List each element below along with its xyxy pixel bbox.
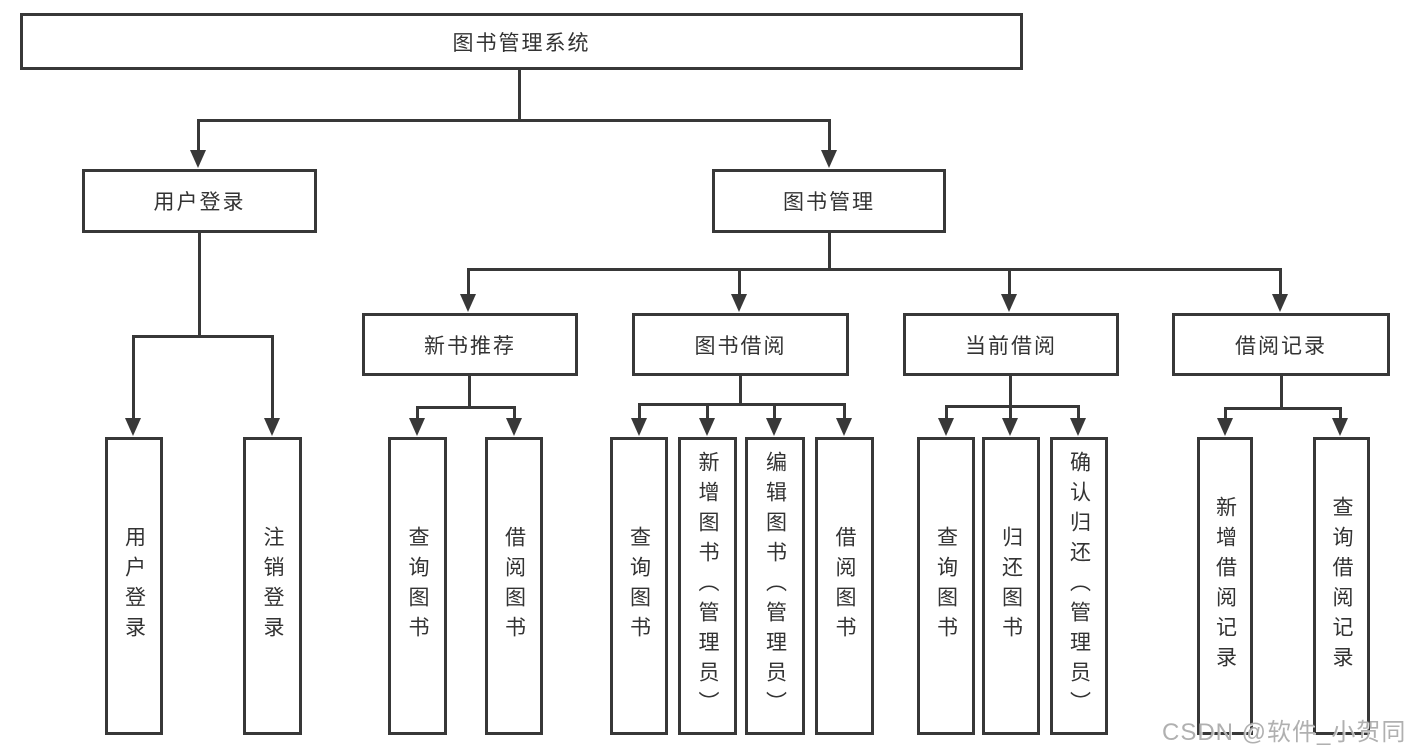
leaf-confirm-return-admin: 确认归还（管理员） [1050,437,1108,735]
node-current-borrowing: 当前借阅 [903,313,1119,376]
arrowhead-down-icon [409,418,425,436]
connector-line [739,376,742,405]
connector-line [513,406,516,420]
connector-line [1009,405,1012,420]
arrowhead-down-icon [460,294,476,312]
connector-line [1008,268,1011,296]
connector-line [638,403,845,406]
leaf-query-borrow-record: 查询借阅记录 [1313,437,1370,735]
leaf-borrow-books-recommendation: 借阅图书 [485,437,543,735]
connector-line [1077,405,1080,420]
connector-line [945,405,1079,408]
connector-line [945,405,948,420]
arrowhead-down-icon [1272,294,1288,312]
connector-line [1279,268,1282,296]
connector-line [1224,407,1342,410]
connector-line [132,335,135,419]
arrowhead-down-icon [766,418,782,436]
connector-line [467,268,470,296]
connector-line [638,403,641,420]
connector-line [518,70,521,119]
connector-line [416,406,516,409]
connector-line [198,233,201,337]
node-book-borrowing: 图书借阅 [632,313,849,376]
connector-line [738,268,741,296]
arrowhead-down-icon [631,418,647,436]
node-library-management-system: 图书管理系统 [20,13,1023,70]
arrowhead-down-icon [1070,418,1086,436]
leaf-edit-books-admin: 编辑图书（管理员） [745,437,805,735]
node-new-book-recommendation: 新书推荐 [362,313,578,376]
arrowhead-down-icon [699,418,715,436]
connector-line [416,406,419,420]
arrowhead-down-icon [1002,418,1018,436]
arrowhead-down-icon [1332,418,1348,436]
leaf-user-login: 用户登录 [105,437,163,735]
connector-line [1009,376,1012,407]
leaf-logout: 注销登录 [243,437,302,735]
connector-line [828,233,831,270]
connector-line [197,119,200,152]
arrowhead-down-icon [1217,418,1233,436]
connector-line [468,376,471,407]
connector-line [1280,376,1283,409]
connector-line [773,403,776,420]
connector-line [132,335,274,338]
leaf-add-borrow-record: 新增借阅记录 [1197,437,1253,735]
arrowhead-down-icon [836,418,852,436]
leaf-return-books: 归还图书 [982,437,1040,735]
connector-line [1339,407,1342,420]
connector-line [1224,407,1227,420]
arrowhead-down-icon [821,150,837,168]
node-book-management: 图书管理 [712,169,946,233]
arrowhead-down-icon [506,418,522,436]
connector-line [271,335,274,419]
connector-line [467,268,1281,271]
csdn-watermark: CSDN @软件_小贺同学 [1162,719,1405,746]
leaf-borrow-books: 借阅图书 [815,437,874,735]
arrowhead-down-icon [938,418,954,436]
arrowhead-down-icon [731,294,747,312]
arrowhead-down-icon [264,418,280,436]
node-user-login: 用户登录 [82,169,317,233]
node-borrowing-records: 借阅记录 [1172,313,1390,376]
leaf-query-books-recommendation: 查询图书 [388,437,447,735]
arrowhead-down-icon [1001,294,1017,312]
connector-line [828,119,831,152]
leaf-query-books-borrowing: 查询图书 [610,437,668,735]
connector-line [706,403,709,420]
arrowhead-down-icon [125,418,141,436]
leaf-add-books-admin: 新增图书（管理员） [678,437,737,735]
connector-line [843,403,846,420]
arrowhead-down-icon [190,150,206,168]
leaf-query-books-current: 查询图书 [917,437,975,735]
connector-line [197,119,831,122]
